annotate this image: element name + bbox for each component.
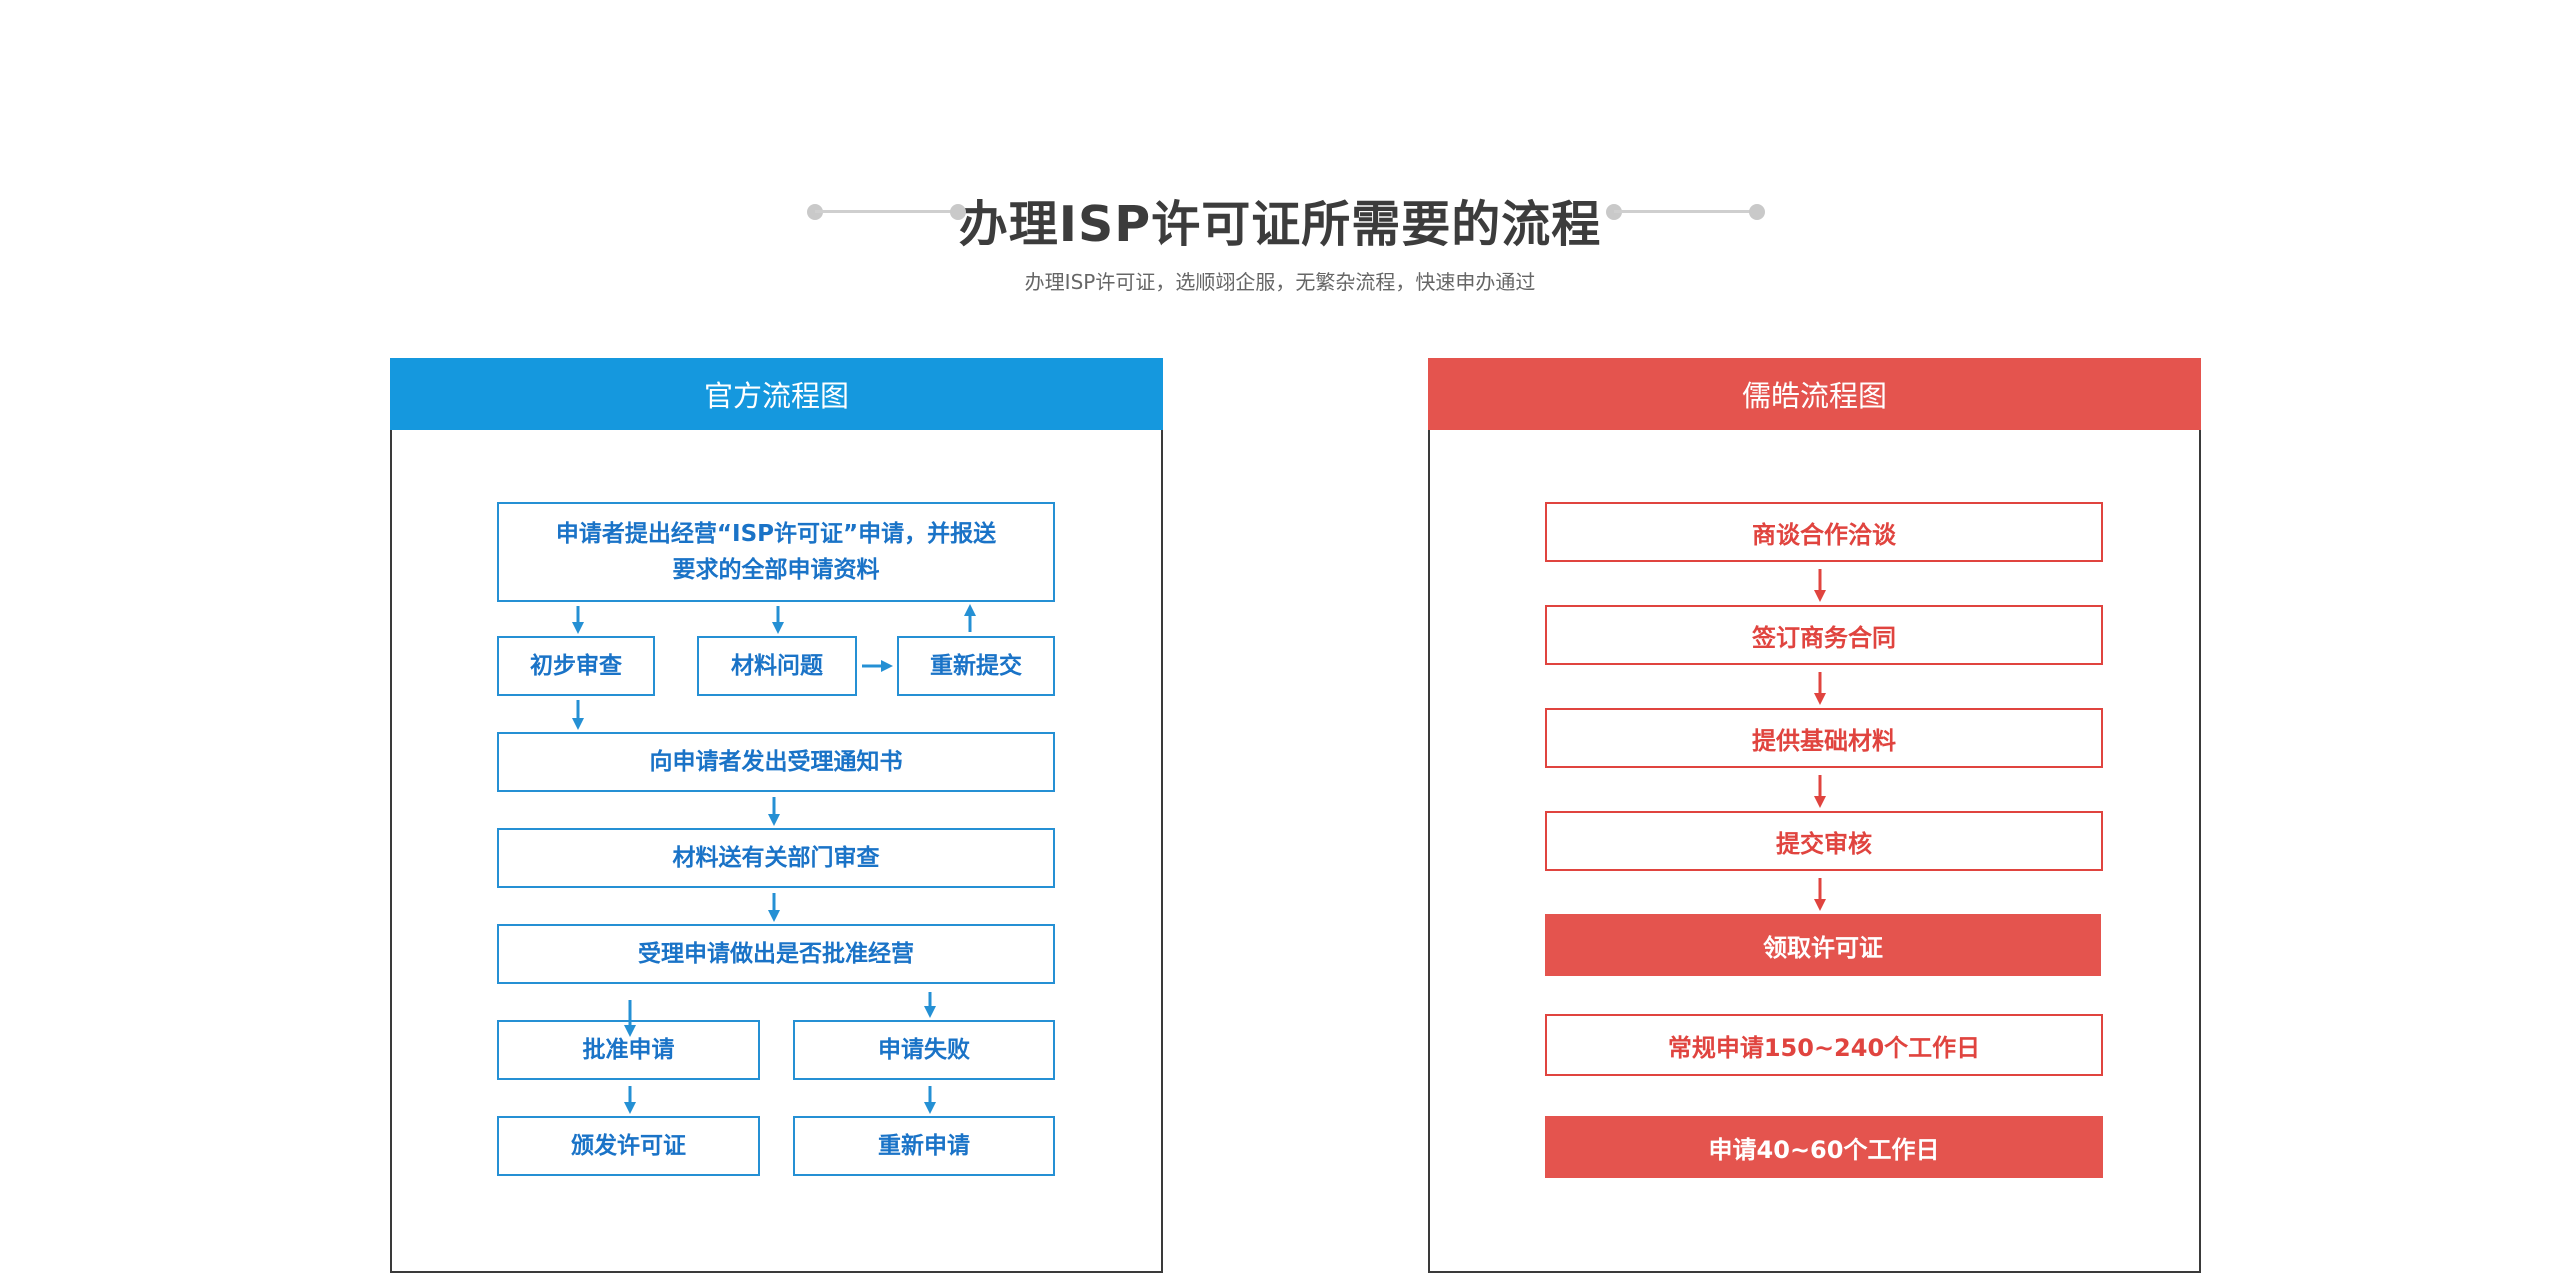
title-section: 办理ISP许可证所需要的流程 — [0, 160, 2560, 260]
step-submit-line2: 要求的全部申请资料 — [672, 557, 880, 583]
step-approved: 批准申请 — [497, 1020, 760, 1080]
title-deco-line-left — [815, 210, 965, 213]
step-initial-review: 初步审查 — [497, 636, 655, 696]
our-flow-title: 儒皓流程图 — [1741, 379, 1887, 413]
our-flow-header: 儒皓流程图 — [1428, 358, 2201, 430]
official-flow-header: 官方流程图 — [390, 358, 1163, 430]
title-deco-line-right — [1614, 210, 1764, 213]
page-subtitle: 办理ISP许可证，选顺翊企服，无繁杂流程，快速申办通过 — [1024, 270, 1536, 294]
step-resubmit: 重新提交 — [897, 636, 1055, 696]
our-step-receive-license: 领取许可证 — [1545, 914, 2101, 976]
title-deco-dot-left-inner — [950, 204, 966, 220]
title-deco-dot-right-outer — [1749, 204, 1765, 220]
step-issue-license: 颁发许可证 — [497, 1116, 760, 1176]
page-title: 办理ISP许可证所需要的流程 — [958, 196, 1602, 253]
step-submit-line1: 申请者提出经营“ISP许可证”申请，并报送 — [555, 521, 997, 547]
regular-duration-box: 常规申请150~240个工作日 — [1545, 1014, 2103, 1076]
official-flow-title: 官方流程图 — [703, 379, 849, 413]
our-step-negotiation: 商谈合作洽谈 — [1545, 502, 2103, 562]
step-material-issue: 材料问题 — [697, 636, 857, 696]
step-submit-application: 申请者提出经营“ISP许可证”申请，并报送 要求的全部申请资料 — [497, 502, 1055, 602]
step-reapply: 重新申请 — [793, 1116, 1055, 1176]
step-department-review: 材料送有关部门审查 — [497, 828, 1055, 888]
step-failed: 申请失败 — [793, 1020, 1055, 1080]
our-step-submit-review: 提交审核 — [1545, 811, 2103, 871]
our-step-contract: 签订商务合同 — [1545, 605, 2103, 665]
step-approval-decision: 受理申请做出是否批准经营 — [497, 924, 1055, 984]
our-step-materials: 提供基础材料 — [1545, 708, 2103, 768]
fast-duration-box: 申请40~60个工作日 — [1545, 1116, 2103, 1178]
step-acceptance-notice: 向申请者发出受理通知书 — [497, 732, 1055, 792]
